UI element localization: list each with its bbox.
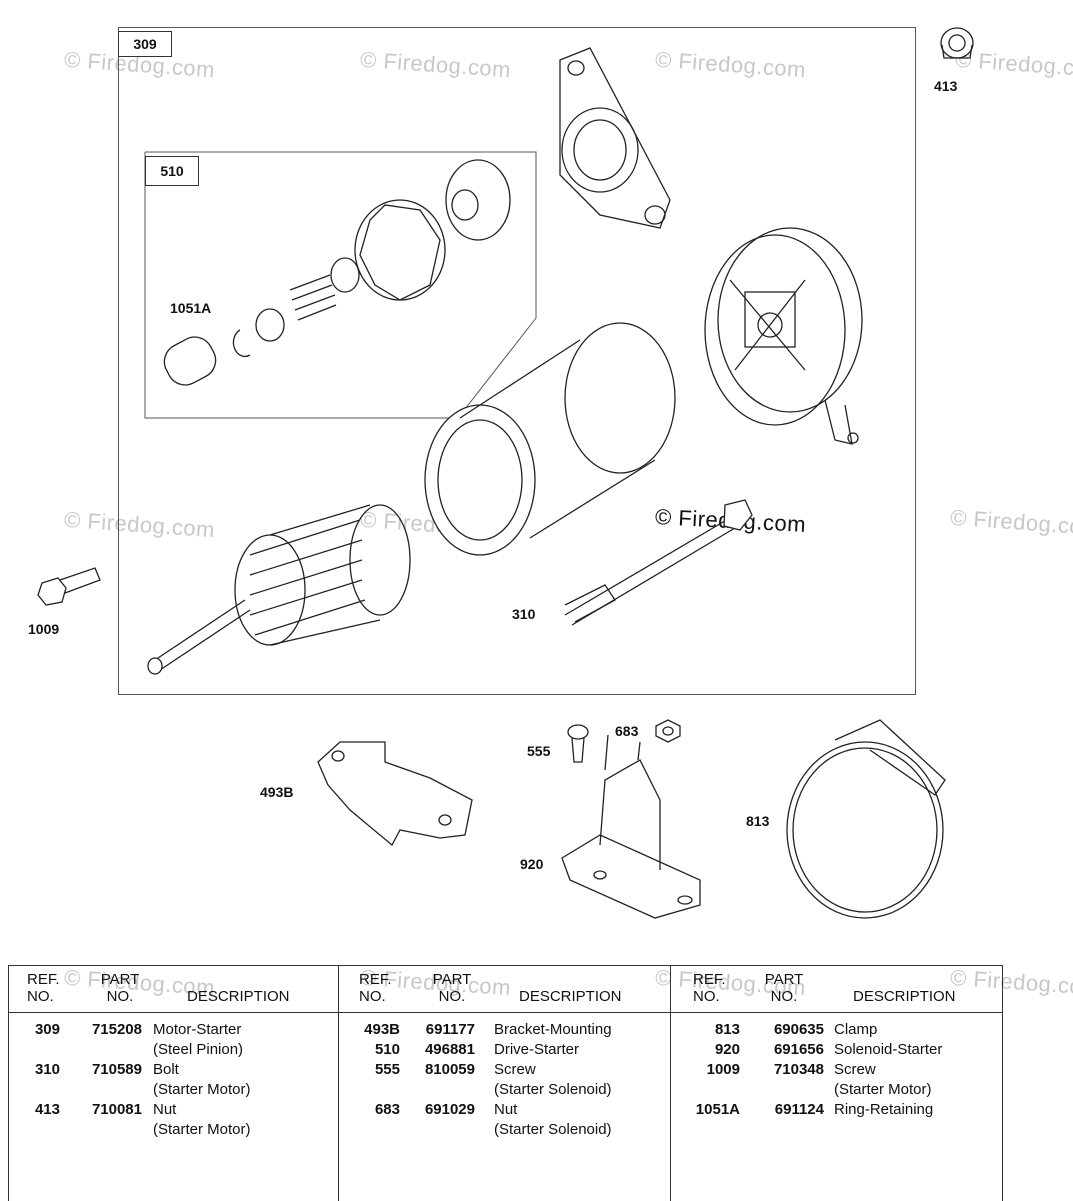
screw-555-drawing	[567, 724, 589, 763]
ref-no: 493B	[364, 1021, 400, 1038]
callout-1051a: 1051A	[170, 300, 212, 316]
ref-no: 555	[374, 1061, 400, 1078]
description: Nut	[494, 1101, 518, 1118]
screw-1009-drawing	[37, 567, 101, 606]
description: Screw	[494, 1061, 536, 1078]
nut-683-drawing	[655, 719, 681, 743]
description: Ring-Retaining	[834, 1101, 934, 1118]
part-no: 710348	[773, 1061, 824, 1078]
part-no: 691656	[773, 1041, 824, 1058]
header-description: DESCRIPTION	[187, 988, 290, 1005]
description-sub: (Starter Motor)	[834, 1081, 932, 1098]
callout-310: 310	[512, 606, 536, 622]
assembly-309-frame	[118, 27, 916, 695]
callout-683: 683	[615, 723, 639, 739]
assembly-309-tag: 309	[118, 31, 172, 57]
callout-555: 555	[527, 743, 551, 759]
end-cap-drawing	[559, 47, 671, 229]
callout-1009: 1009	[28, 621, 60, 637]
part-no: 691177	[425, 1021, 475, 1038]
header-ref: REF.NO.	[27, 971, 60, 1005]
header-ref: REF.NO.	[693, 971, 726, 1005]
header-description: DESCRIPTION	[853, 988, 956, 1005]
header-ref: REF.NO.	[359, 971, 392, 1005]
solenoid-drawing	[561, 734, 701, 919]
brush-end-frame-drawing	[704, 227, 863, 445]
bracket-drawing	[317, 741, 473, 847]
part-no: 710589	[91, 1061, 142, 1078]
description: Motor-Starter	[153, 1021, 242, 1038]
callout-493b: 493B	[260, 784, 294, 800]
clamp-drawing	[786, 719, 946, 919]
description-sub: (Starter Motor)	[153, 1121, 251, 1138]
header-separator	[8, 1012, 1003, 1013]
ref-no: 310	[34, 1061, 60, 1078]
description-sub: (Starter Solenoid)	[494, 1081, 612, 1098]
header-description: DESCRIPTION	[519, 988, 622, 1005]
description: Screw	[834, 1061, 876, 1078]
part-no: 690635	[773, 1021, 824, 1038]
callout-413: 413	[934, 78, 958, 94]
description: Bolt	[153, 1061, 179, 1078]
description: Bracket-Mounting	[494, 1021, 612, 1038]
part-no: 691124	[774, 1101, 824, 1118]
description: Drive-Starter	[494, 1041, 580, 1058]
description: Nut	[153, 1101, 177, 1118]
description: Solenoid-Starter	[834, 1041, 943, 1058]
ref-no: 1051A	[695, 1101, 740, 1118]
callout-813: 813	[746, 813, 770, 829]
description-sub: (Starter Solenoid)	[494, 1121, 612, 1138]
ref-no: 1009	[706, 1061, 740, 1078]
part-no: 710081	[91, 1101, 142, 1118]
ref-no: 413	[34, 1101, 60, 1118]
part-no: 810059	[424, 1061, 475, 1078]
ref-no: 683	[374, 1101, 400, 1118]
part-no: 691029	[424, 1101, 475, 1118]
part-no: 715208	[91, 1021, 142, 1038]
ref-no: 920	[714, 1041, 740, 1058]
pinion-drawing	[163, 159, 511, 386]
part-no: 496881	[424, 1041, 475, 1058]
description-sub: (Steel Pinion)	[153, 1041, 244, 1058]
description-sub: (Starter Motor)	[153, 1081, 251, 1098]
nut-413-drawing	[940, 27, 974, 59]
through-bolt-drawing	[564, 499, 753, 626]
callout-920: 920	[520, 856, 544, 872]
ref-no: 813	[714, 1021, 740, 1038]
ref-no: 510	[374, 1041, 400, 1058]
drive-510-tag: 510	[145, 156, 199, 186]
description: Clamp	[834, 1021, 878, 1038]
ref-no: 309	[34, 1021, 60, 1038]
armature-drawing	[147, 504, 411, 675]
housing-drawing	[424, 322, 676, 556]
